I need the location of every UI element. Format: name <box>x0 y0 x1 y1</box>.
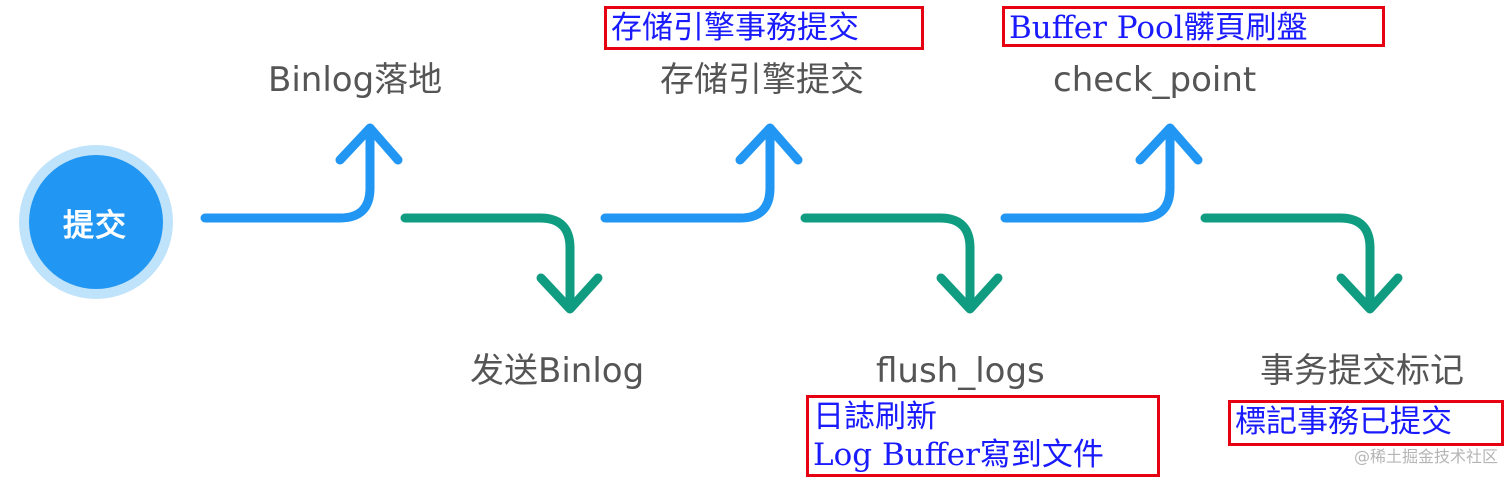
start-node-label: 提交 <box>63 207 127 244</box>
arrow-up-binlog-landing <box>200 123 403 223</box>
note-engine-commit-text: 存储引擎事務提交 <box>611 10 859 46</box>
arrow-down-flush-logs <box>800 213 1003 314</box>
step-label-flush-logs: flush_logs <box>876 351 1045 391</box>
note-flush-logs: 日誌刷新 Log Buffer寫到文件 <box>806 395 1160 477</box>
arrow-up-engine-commit <box>600 123 803 223</box>
step-label-engine-commit: 存储引擎提交 <box>660 60 864 100</box>
note-flush-logs-line1: 日誌刷新 <box>813 399 937 435</box>
arrow-down-commit-mark <box>1200 213 1403 314</box>
note-flush-logs-line2: Log Buffer寫到文件 <box>813 437 1104 473</box>
note-commit-mark: 標記事務已提交 <box>1228 400 1504 446</box>
note-commit-mark-text: 標記事務已提交 <box>1235 404 1452 440</box>
step-label-check-point: check_point <box>1053 60 1257 100</box>
step-label-binlog-landing: Binlog落地 <box>268 60 443 100</box>
watermark: @稀土掘金技术社区 <box>1353 447 1498 466</box>
note-check-point-text: Buffer Pool髒頁刷盤 <box>1009 10 1308 46</box>
step-label-send-binlog: 发送Binlog <box>470 351 645 391</box>
note-engine-commit: 存储引擎事務提交 <box>604 6 924 50</box>
arrow-down-send-binlog <box>400 213 603 314</box>
step-label-commit-mark: 事务提交标记 <box>1260 351 1464 391</box>
arrow-up-check-point <box>1000 123 1203 223</box>
start-node <box>29 155 163 289</box>
note-check-point: Buffer Pool髒頁刷盤 <box>1002 6 1385 47</box>
